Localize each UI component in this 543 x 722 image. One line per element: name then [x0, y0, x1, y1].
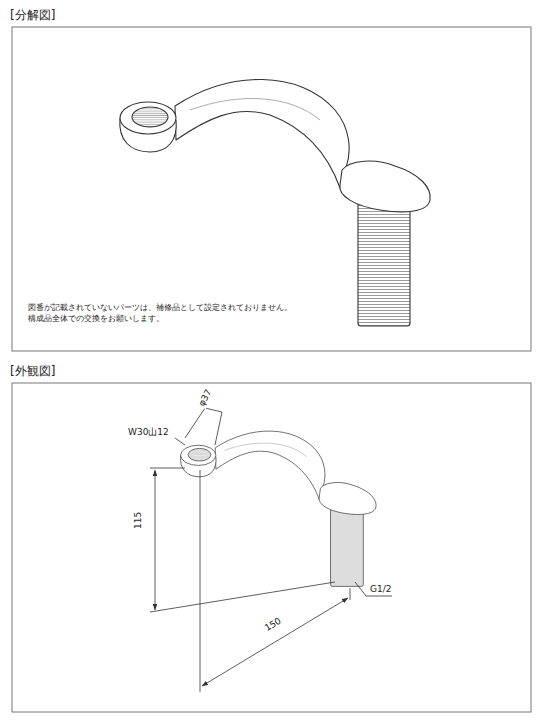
panel-frame — [12, 383, 531, 712]
section-heading: [分解図] — [10, 8, 55, 22]
dimension-lines — [150, 408, 392, 692]
dimension-label: φ37 — [196, 387, 215, 409]
note-text: 図番が記載されていないパーツは、補修品として設定されておりません。 — [28, 303, 292, 312]
dimension-label: 115 — [133, 511, 144, 530]
dimension-label: 150 — [262, 615, 284, 634]
panel-frame — [12, 27, 531, 351]
spout-drawing — [180, 431, 376, 586]
thread-spec: G1/2 — [370, 584, 391, 595]
spout-drawing — [120, 79, 430, 326]
section-heading: [外観図] — [10, 364, 55, 378]
thread-spec: W30山12 — [128, 427, 169, 438]
note-text: 構成品全体での交換をお願いします。 — [28, 314, 164, 323]
